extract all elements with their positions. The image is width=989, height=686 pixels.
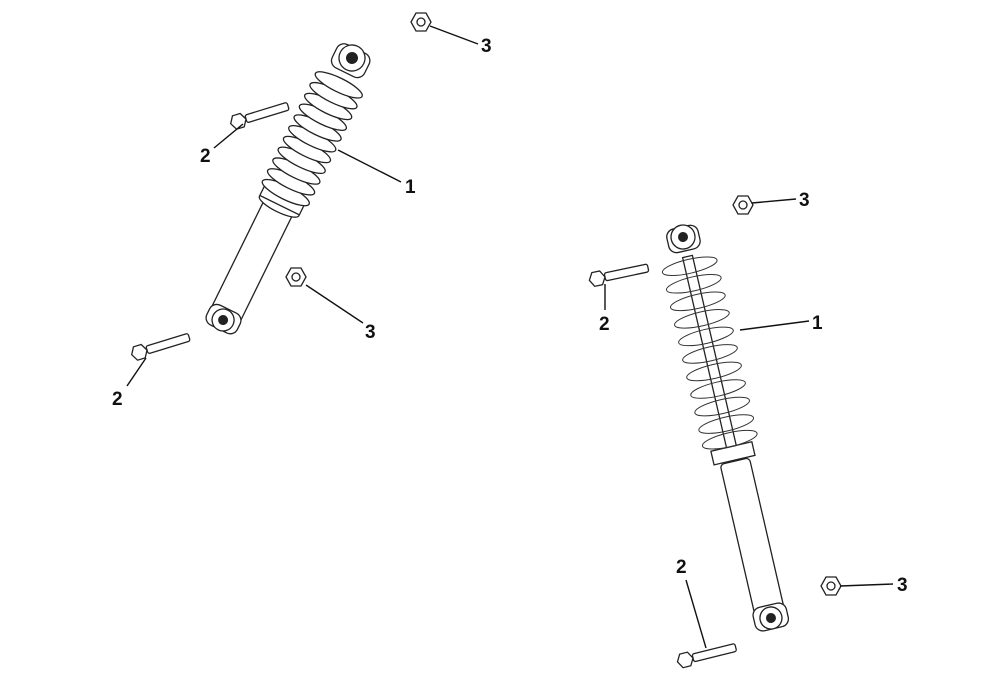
callout-label: 2 <box>112 389 123 410</box>
nut-bottom-right <box>820 576 842 596</box>
bolt-top-left <box>228 98 291 132</box>
bolt-bottom-left <box>129 329 192 363</box>
callout-label: 2 <box>676 557 687 578</box>
callout-label: 3 <box>365 322 376 343</box>
nut-top-right <box>732 195 754 215</box>
callout-label: 2 <box>200 146 211 167</box>
callout-label: 1 <box>405 177 416 198</box>
bolt-bottom-right <box>675 639 739 670</box>
nut-bottom-left <box>285 267 307 287</box>
callout-label: 1 <box>812 313 823 334</box>
nut-top-left <box>410 12 432 32</box>
callout-label: 3 <box>799 190 810 211</box>
callout-label: 3 <box>897 575 908 596</box>
callout-label: 2 <box>599 314 610 335</box>
shock-absorber-left <box>194 34 382 342</box>
bolt-top-right <box>587 260 651 288</box>
callout-label: 3 <box>481 36 492 57</box>
leader-lines <box>126 25 894 649</box>
